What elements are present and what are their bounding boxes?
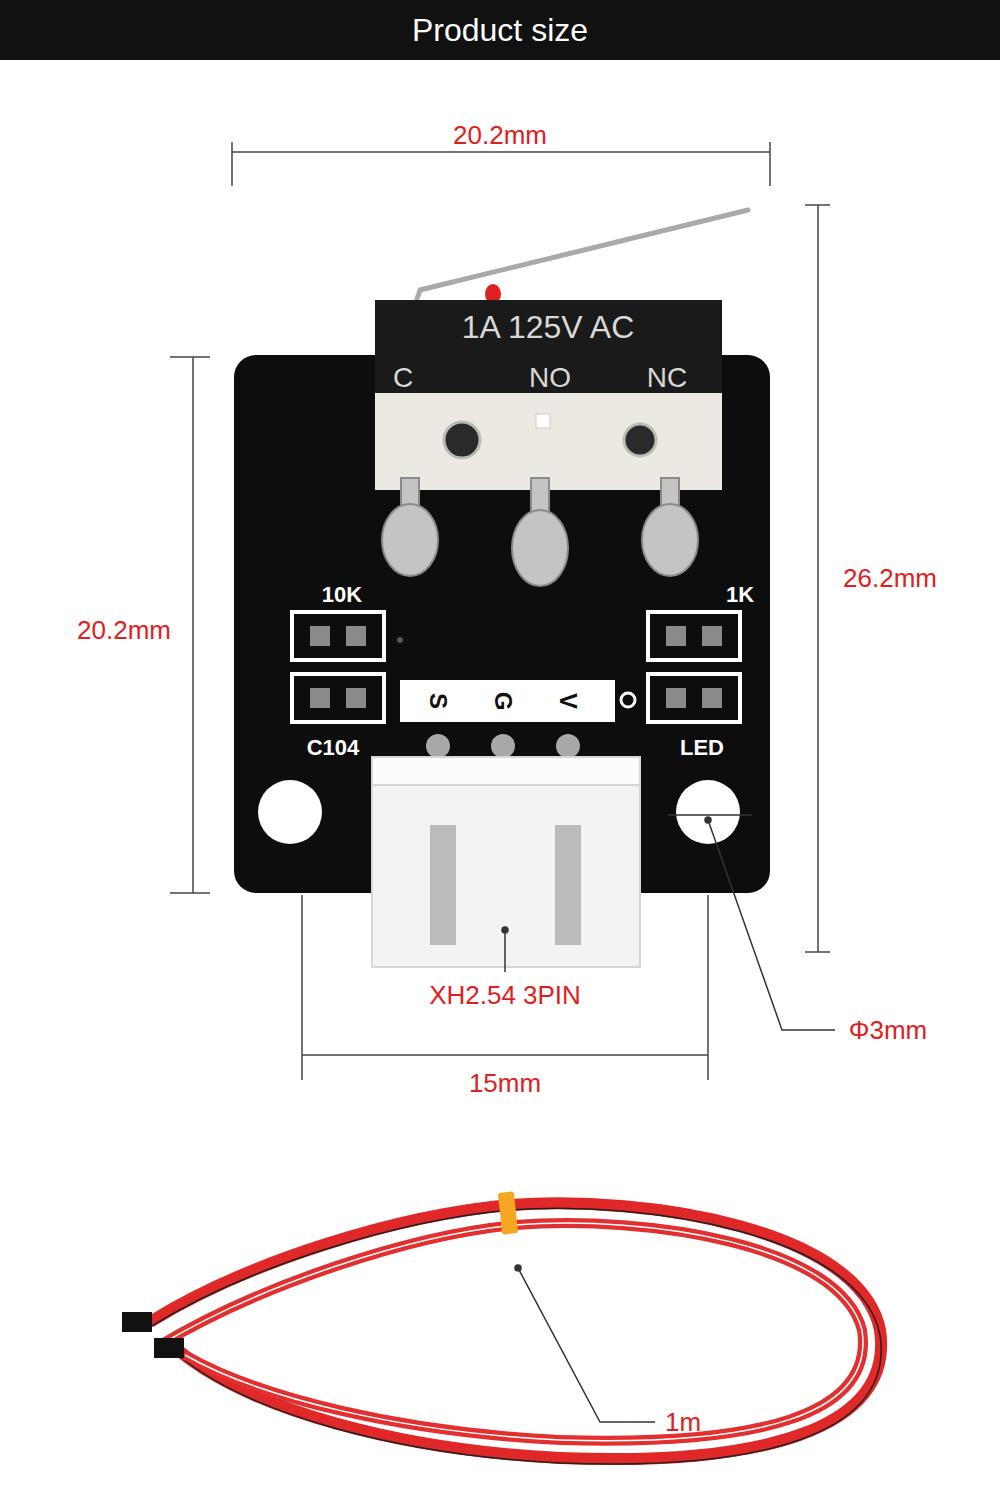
dimension-tick — [769, 142, 771, 186]
pad-outline — [648, 612, 740, 660]
terminal-name: C — [393, 363, 413, 394]
leader-line — [518, 1268, 655, 1422]
connector-slot — [430, 825, 456, 945]
connector-label: XH2.54 3PIN — [429, 981, 581, 1010]
connector-pin — [491, 734, 515, 758]
pin-name: V — [555, 693, 581, 709]
connector-slot — [555, 825, 581, 945]
switch-hole — [444, 422, 480, 458]
cable — [150, 1203, 881, 1464]
hole-diameter-line — [668, 814, 752, 816]
rubber-band — [498, 1191, 518, 1234]
switch-lever — [415, 210, 748, 305]
switch-body — [375, 300, 722, 395]
dimension-tick — [805, 951, 830, 953]
pad — [666, 688, 686, 708]
cable-leader — [515, 1265, 655, 1422]
pad — [666, 626, 686, 646]
dimension-tick — [170, 892, 210, 894]
dimension-label: 26.2mm — [843, 564, 937, 593]
terminal-name: NO — [529, 363, 571, 394]
component-label: LED — [680, 736, 724, 760]
extension-line — [707, 895, 709, 1080]
dimension-tick — [805, 204, 830, 206]
dimension-label: 20.2mm — [77, 616, 171, 645]
dimension-label: Φ3mm — [849, 1016, 928, 1045]
title-bar: Product size — [0, 0, 1000, 60]
page-title: Product size — [0, 0, 1000, 60]
terminal-name: NC — [647, 363, 687, 394]
mounting-hole — [676, 780, 740, 844]
pad-outline — [292, 674, 384, 722]
leader-line — [708, 820, 835, 1030]
solder-joint — [512, 510, 568, 586]
dimension-tick — [170, 356, 210, 358]
pad — [702, 626, 722, 646]
leader-line — [504, 930, 506, 972]
height-dimension-line — [192, 357, 194, 893]
switch-hole — [624, 424, 656, 456]
pin-name: G — [490, 692, 516, 711]
component-value: 1K — [726, 583, 754, 607]
connector-pin — [556, 734, 580, 758]
pin-silkscreen-box — [400, 680, 615, 722]
dimension-label: 20.2mm — [453, 121, 547, 150]
pad-outline — [292, 612, 384, 660]
cable-plug — [154, 1338, 184, 1358]
switch-pins — [382, 478, 698, 586]
pad — [310, 688, 330, 708]
connector-ledge — [372, 757, 640, 785]
mounting-hole — [258, 780, 322, 844]
via — [397, 637, 403, 643]
hole-spacing-dimension-line — [302, 1054, 708, 1056]
solder-joint — [382, 504, 438, 576]
pad — [346, 626, 366, 646]
pin-name: S — [425, 693, 451, 709]
dimension-tick — [231, 142, 233, 186]
cable-stripe — [160, 1223, 863, 1441]
extension-line — [301, 895, 303, 1080]
pad — [310, 626, 330, 646]
connector-housing — [372, 757, 640, 967]
dimension-lines — [170, 142, 830, 1080]
total-height-dimension-line — [817, 205, 819, 952]
pad-outline — [648, 674, 740, 722]
cable-length-label: 1m — [665, 1408, 701, 1437]
switch-base — [375, 393, 722, 490]
component-value: 10K — [322, 583, 362, 607]
cable-plug — [122, 1312, 152, 1332]
solder-joint — [642, 504, 698, 576]
switch-mark — [536, 414, 550, 428]
dimension-label: 15mm — [469, 1069, 541, 1098]
component-value: C104 — [307, 736, 360, 760]
pad — [346, 688, 366, 708]
connector-pin — [426, 734, 450, 758]
smd-pads — [292, 612, 740, 722]
width-dimension-line — [232, 151, 770, 153]
pad — [702, 688, 722, 708]
cable-stripe — [150, 1208, 881, 1464]
cable-wire — [160, 1223, 863, 1441]
pin1-marker — [621, 693, 635, 707]
switch-rating: 1A 125V AC — [462, 310, 635, 345]
